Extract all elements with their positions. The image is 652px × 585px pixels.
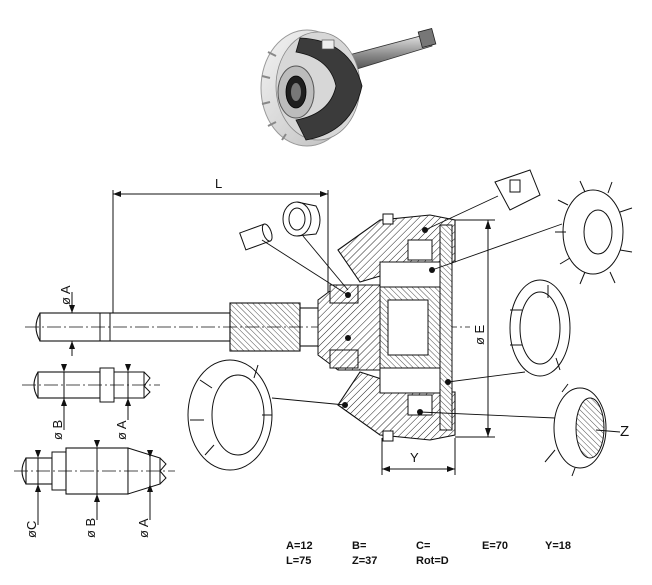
spec-L: L=75 bbox=[286, 555, 312, 567]
shaft-variant-3: øC ø B ø A bbox=[14, 440, 175, 538]
drive-pinion bbox=[544, 383, 607, 477]
label-dia-C-3: øC bbox=[24, 521, 39, 538]
dimension-L: L bbox=[112, 176, 329, 320]
spec-A: A=12 bbox=[286, 540, 313, 552]
shaft-variant-2: ø B ø A bbox=[22, 364, 160, 440]
label-Z: Z bbox=[620, 423, 629, 440]
spec-Y: Y=18 bbox=[545, 540, 571, 552]
exploded-parts bbox=[187, 169, 633, 477]
leader-lines bbox=[261, 195, 621, 433]
clutch-cage-left bbox=[187, 359, 273, 471]
label-dia-B-3: ø B bbox=[83, 518, 98, 538]
roller-pin bbox=[239, 223, 273, 251]
main-shaft: ø A bbox=[25, 285, 470, 356]
spec-Rot: Rot=D bbox=[416, 555, 449, 567]
label-dia-A-1: ø A bbox=[58, 285, 73, 305]
label-dia-A-3: ø A bbox=[136, 518, 151, 538]
spring-cap bbox=[494, 169, 541, 211]
label-dia-A-2: ø A bbox=[114, 420, 129, 440]
label-Y: Y bbox=[410, 450, 419, 465]
label-dia-B-2: ø B bbox=[50, 420, 65, 440]
retaining-washer bbox=[555, 180, 633, 285]
spec-B: B= bbox=[352, 540, 367, 552]
dimension-E: ø E bbox=[455, 219, 495, 438]
product-photo bbox=[260, 27, 437, 147]
dimension-Y: Y bbox=[381, 438, 456, 475]
spec-E: E=70 bbox=[482, 540, 508, 552]
clutch-cage-right bbox=[509, 279, 571, 377]
bushing bbox=[282, 201, 321, 237]
clutch-assembly-section bbox=[317, 213, 456, 442]
spec-Z: Z=37 bbox=[352, 555, 378, 567]
label-L: L bbox=[215, 176, 222, 191]
spec-C: C= bbox=[416, 540, 431, 552]
label-dia-E: ø E bbox=[472, 324, 487, 345]
